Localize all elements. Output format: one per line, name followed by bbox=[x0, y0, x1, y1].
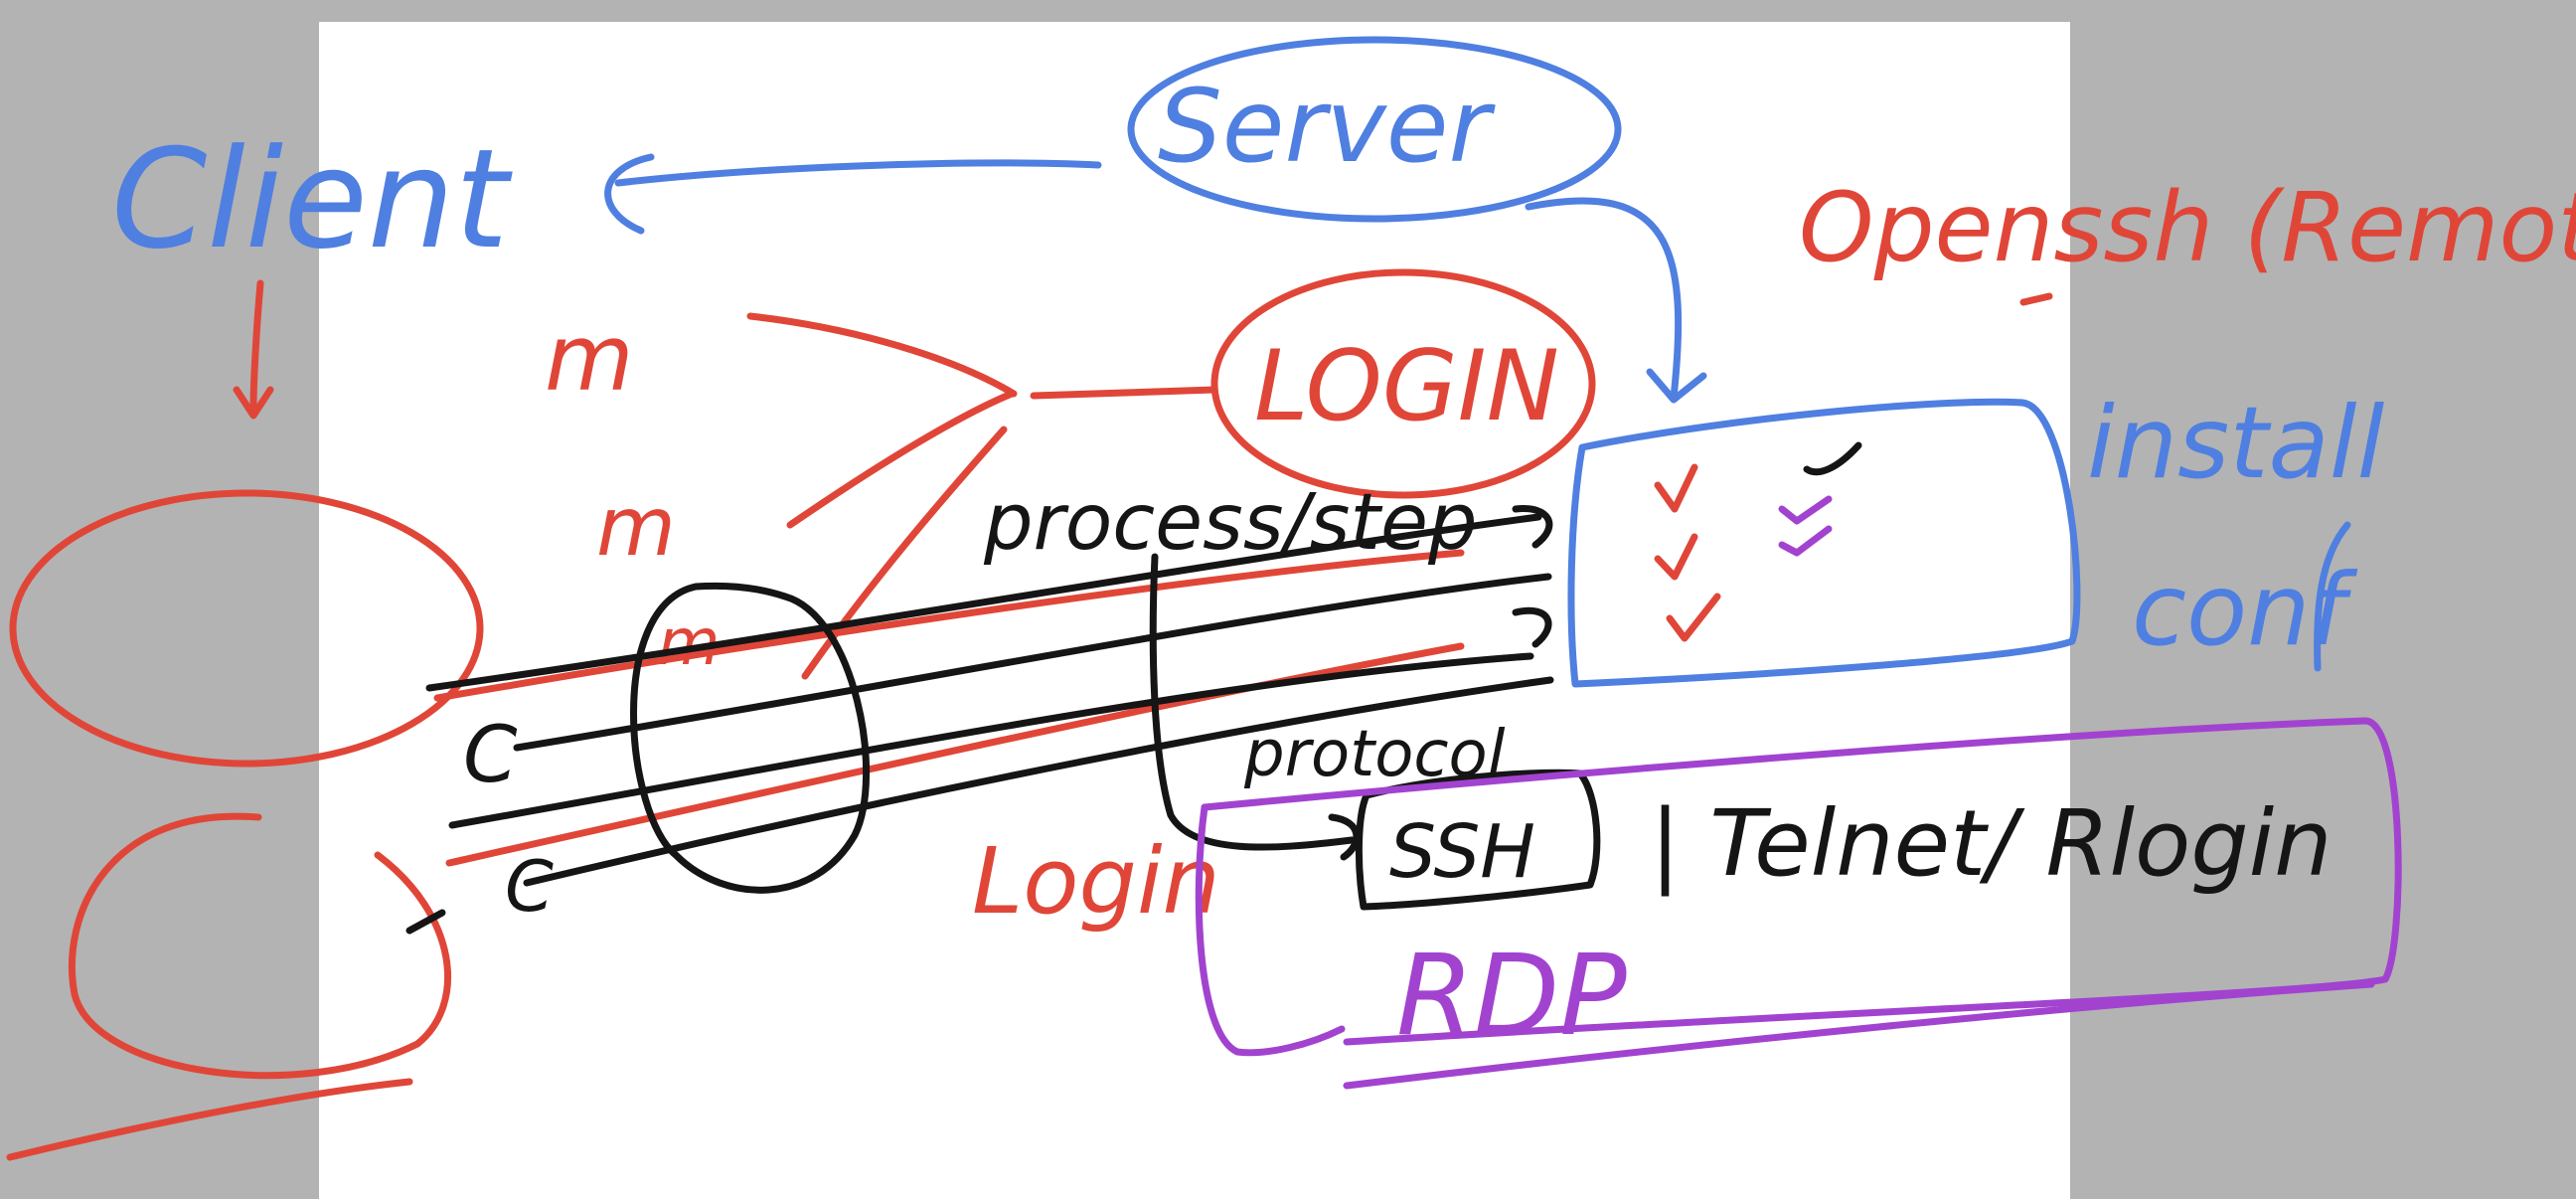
checkmark-1 bbox=[1654, 463, 1698, 513]
blue-ink: Client Server install conf bbox=[111, 36, 2385, 688]
red-ink: m m LOGIN Openssh (Remote) m Login bbox=[6, 172, 2576, 1161]
purple-check-2 bbox=[1778, 525, 1833, 557]
arrowhead-2 bbox=[1512, 606, 1552, 648]
protocol-box bbox=[1201, 717, 2402, 1046]
install-tick bbox=[1803, 441, 1862, 476]
conf-f-stroke bbox=[2314, 521, 2351, 672]
m-label-1: m bbox=[545, 305, 634, 412]
process-step-label: process/step bbox=[983, 478, 1477, 568]
purple-check-1 bbox=[1778, 495, 1833, 525]
m-to-login-line-2 bbox=[786, 390, 1016, 529]
client-down-arrow bbox=[249, 279, 264, 412]
c-label-2: C bbox=[505, 846, 554, 928]
telnet-rlogin-label: | Telnet/ Rlogin bbox=[1650, 790, 2333, 897]
login-connector bbox=[1030, 386, 1218, 400]
rdp-underline bbox=[1343, 980, 2375, 1090]
checkmark-3 bbox=[1666, 593, 1721, 642]
client-down-arrowhead bbox=[233, 386, 274, 420]
arrowhead-1 bbox=[1512, 505, 1553, 549]
rdp-label: RDP bbox=[1396, 932, 1627, 1061]
c2-tick bbox=[405, 909, 446, 935]
bottom-left-stroke bbox=[6, 1078, 413, 1161]
m-label-2: m bbox=[596, 480, 676, 575]
openssh-label: Openssh (Remote) bbox=[1799, 172, 2576, 283]
step-bracket bbox=[1149, 553, 1356, 851]
session-line-4 bbox=[523, 676, 1554, 887]
ssh-label: SSH bbox=[1389, 809, 1535, 895]
red-session-line-1 bbox=[433, 549, 1465, 702]
server-ellipse bbox=[1127, 36, 1622, 223]
openssh-dash bbox=[2019, 292, 2053, 306]
install-arrowhead bbox=[1646, 368, 1707, 404]
login-label: Login bbox=[972, 828, 1220, 935]
session-ellipse bbox=[630, 582, 871, 894]
server-to-client-arrow bbox=[614, 159, 1102, 187]
client-circle-top bbox=[9, 489, 484, 768]
red-session-line-2 bbox=[445, 642, 1465, 867]
m-to-login-line-1 bbox=[746, 312, 1018, 398]
black-ink: process/step C C protocol SSH | Telnet/ … bbox=[405, 441, 2333, 935]
install-box bbox=[1567, 398, 2081, 688]
login-circle-label: LOGIN bbox=[1254, 330, 1559, 443]
server-label: Server bbox=[1158, 68, 1497, 186]
session-line-1 bbox=[425, 513, 1542, 692]
install-label: install bbox=[2087, 385, 2385, 501]
c-label-1: C bbox=[463, 711, 518, 800]
protocol-box-left bbox=[1195, 803, 1346, 1057]
client-circle-bottom bbox=[68, 812, 451, 1080]
session-line-3 bbox=[448, 652, 1534, 829]
server-to-install-arrow bbox=[1525, 197, 1683, 402]
login-circle bbox=[1210, 268, 1596, 499]
session-line-2 bbox=[513, 573, 1552, 752]
purple-ink: RDP bbox=[1195, 495, 2402, 1090]
client-label: Client bbox=[111, 119, 513, 279]
checkmark-2 bbox=[1654, 533, 1698, 581]
ssh-box bbox=[1355, 769, 1601, 911]
client-arrowhead bbox=[604, 153, 655, 235]
whiteboard-page bbox=[319, 22, 2070, 1199]
